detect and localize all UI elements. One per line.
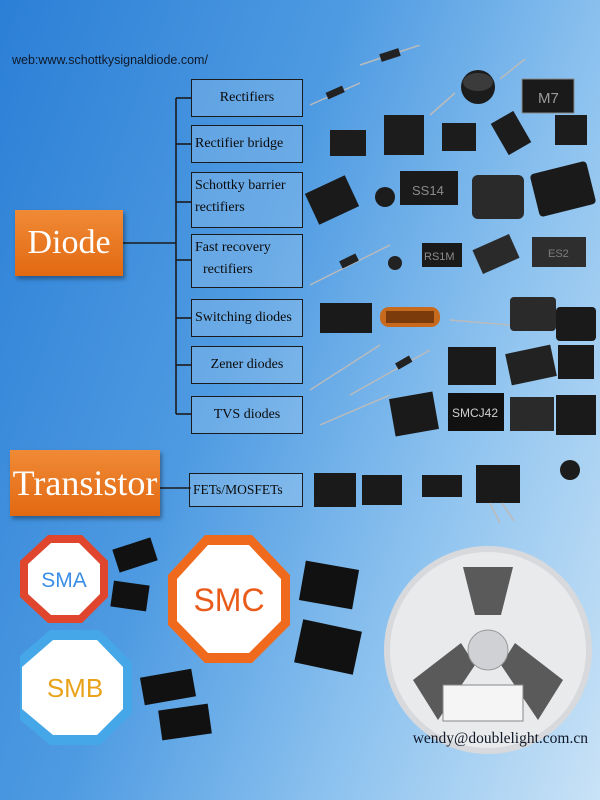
category-line: rectifiers [195,200,245,215]
smd-package-icon [389,391,439,437]
website-url[interactable]: web:www.schottkysignaldiode.com/ [12,53,208,67]
axial-diode-icon [339,253,359,269]
svg-text:SMC: SMC [193,582,264,618]
smb-badge: SMB [20,630,132,745]
category-schottky-barrier-rectifiers[interactable]: Schottky barrier rectifiers [191,172,303,228]
bridge-rectifier-icon [555,115,587,145]
tape-reel-image [384,546,592,754]
smd-package-icon [139,668,197,706]
dpak-package-icon [362,475,402,505]
axial-diode-icon [309,344,381,391]
category-line: Schottky barrier [195,178,286,193]
svg-text:SS14: SS14 [412,183,444,198]
bridge-rectifier-icon [330,130,366,156]
category-zener-diodes[interactable]: Zener diodes [191,346,303,384]
transistor-label: Transistor [10,450,160,516]
smd-package-icon [298,560,360,610]
category-line: TVS diodes [213,407,281,422]
schottky-diode-icon [375,187,395,207]
smd-package-icon [320,303,372,333]
category-fast-recovery-rectifiers[interactable]: Fast recovery rectifiers [191,234,303,288]
category-line: Zener diodes [210,357,284,372]
svg-text:SMA: SMA [41,569,87,592]
smd-package-icon [510,397,554,431]
smd-package-icon [448,347,496,385]
diode-label: Diode [15,210,123,276]
smd-package-icon [112,537,158,573]
smd-package-icon [558,345,594,379]
axial-diode-icon [449,319,511,326]
axial-diode-icon [359,45,421,66]
category-line: Switching diodes [195,310,292,325]
svg-text:SMB: SMB [47,673,103,703]
smd-package-icon: SMCJ42 [448,393,504,431]
smd-package-icon: ES2 [532,237,586,267]
axial-diode-icon [349,349,431,396]
category-rectifiers[interactable]: Rectifiers [191,79,303,117]
to92-package-icon [429,58,526,116]
smd-package-icon [472,233,520,275]
svg-text:SMCJ42: SMCJ42 [452,406,498,420]
bridge-rectifier-icon [490,110,532,156]
smd-package-icon [294,619,362,675]
category-line: Rectifier bridge [195,136,284,151]
smd-package-icon: SS14 [400,171,458,205]
axial-diode-icon [395,355,413,370]
smd-package-icon [556,307,596,341]
category-line: rectifiers [203,262,253,277]
smd-package-icon [556,395,596,435]
to92-package-icon [560,460,580,480]
smd-package-icon: RS1M [422,243,462,267]
smd-package-icon [472,175,524,219]
svg-text:ES2: ES2 [548,248,569,260]
category-line: Rectifiers [219,90,275,105]
category-switching-diodes[interactable]: Switching diodes [191,299,303,337]
category-fets-mosfets[interactable]: FETs/MOSFETs [189,473,303,507]
package-badges: SMA SMC SMB [20,535,362,745]
bridge-rectifier-icon [384,115,424,155]
smd-package-icon [505,344,557,386]
bridge-rectifier-icon [442,123,476,151]
smd-package-icon [530,161,596,217]
contact-email[interactable]: wendy@doublelight.com.cn [412,730,588,747]
smd-package-icon: M7 [521,78,575,114]
smc-badge: SMC [168,535,290,663]
mark-text: M7 [538,90,559,107]
category-tvs-diodes[interactable]: TVS diodes [191,396,303,434]
sot-package-icon [422,475,462,497]
sma-badge: SMA [20,535,108,623]
axial-diode-icon [388,256,402,270]
category-rectifier-bridge[interactable]: Rectifier bridge [191,125,303,163]
axial-diode-icon [309,244,391,286]
smd-package-icon [158,703,212,741]
svg-text:RS1M: RS1M [424,251,455,263]
category-line: Fast recovery [195,240,271,255]
axial-diode-icon [319,394,391,426]
schottky-diode-icon [304,175,360,225]
smd-package-icon [110,580,150,612]
soic-package-icon [314,473,356,507]
to220-package-icon [476,465,520,503]
category-line: FETs/MOSFETs [193,482,283,497]
smd-package-icon [510,297,556,331]
component-illustrations: M7 SS14 RS1M ES2 [304,45,596,524]
glass-diode-icon [380,307,440,327]
reel-label [442,684,524,722]
axial-diode-icon [309,82,361,106]
